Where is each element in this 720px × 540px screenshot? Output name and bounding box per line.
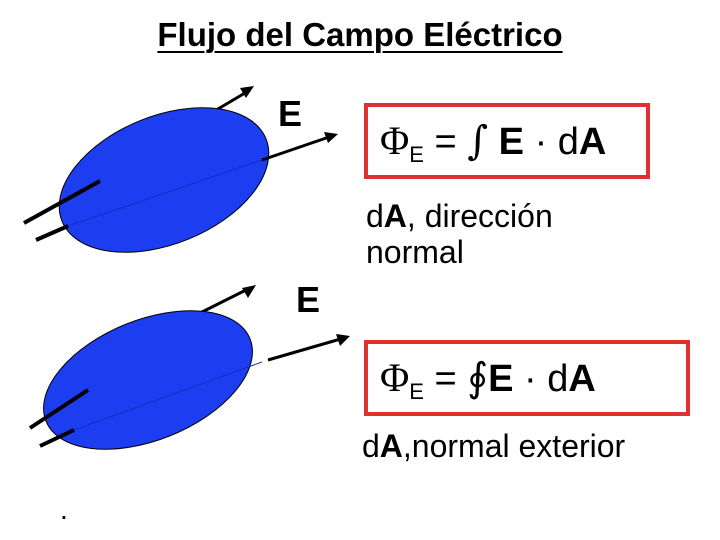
phi-symbol: Φ [380,355,410,400]
closed-flux-formula: ΦE = ∮E · dA [380,358,596,403]
field-line-bottom-front [28,388,90,430]
vector-a: A [578,121,607,163]
field-line-top-2-back [67,159,263,227]
arrow-head-top-2 [324,132,338,143]
arrow-head-bottom-2 [336,334,350,346]
vector-e: E [498,121,525,163]
closed-surface-description: dA,normal exterior [362,428,626,464]
arrow-head-bottom [242,285,256,298]
contour-integral-symbol: ∮ [467,355,489,401]
equals-sign: = [423,358,468,400]
arrow-head-top [240,86,254,98]
open-surface [58,107,270,253]
field-label-top: E [278,93,303,134]
open-surface-description: dA, dirección normal [366,198,553,270]
dot-product: · d [524,121,579,163]
field-line-bottom-2-back [73,361,263,431]
field-line-top-front [23,179,101,225]
description-line-1: dA, dirección [366,198,553,234]
description-line-2: normal [366,234,464,270]
vector-a: A [568,358,596,400]
open-flux-formula-box [364,103,650,179]
field-label-bottom: E [296,279,321,320]
field-line-bottom-2-front [39,428,75,448]
closed-surface [43,310,253,450]
phi-subscript: E [409,142,424,167]
open-flux-formula: ΦE = ∫ E · dA [380,121,606,166]
dot-product: · d [513,358,569,400]
field-line-top-2-out [261,134,333,162]
field-line-bottom-2-out [267,336,345,362]
page-title: Flujo del Campo Eléctrico [157,16,563,53]
equals-sign: = [423,121,468,163]
integral-symbol: ∫ [467,118,489,164]
vector-a: A [383,198,407,234]
closed-flux-formula-box [364,340,690,416]
footnote-dot: . [60,494,68,525]
closed-surface-group [28,285,350,450]
phi-symbol: Φ [380,118,410,163]
field-line-top-2-front [35,224,69,242]
vector-e: E [488,358,514,400]
open-surface-group [23,86,338,253]
vector-a: A [379,428,403,464]
phi-subscript: E [409,379,424,404]
